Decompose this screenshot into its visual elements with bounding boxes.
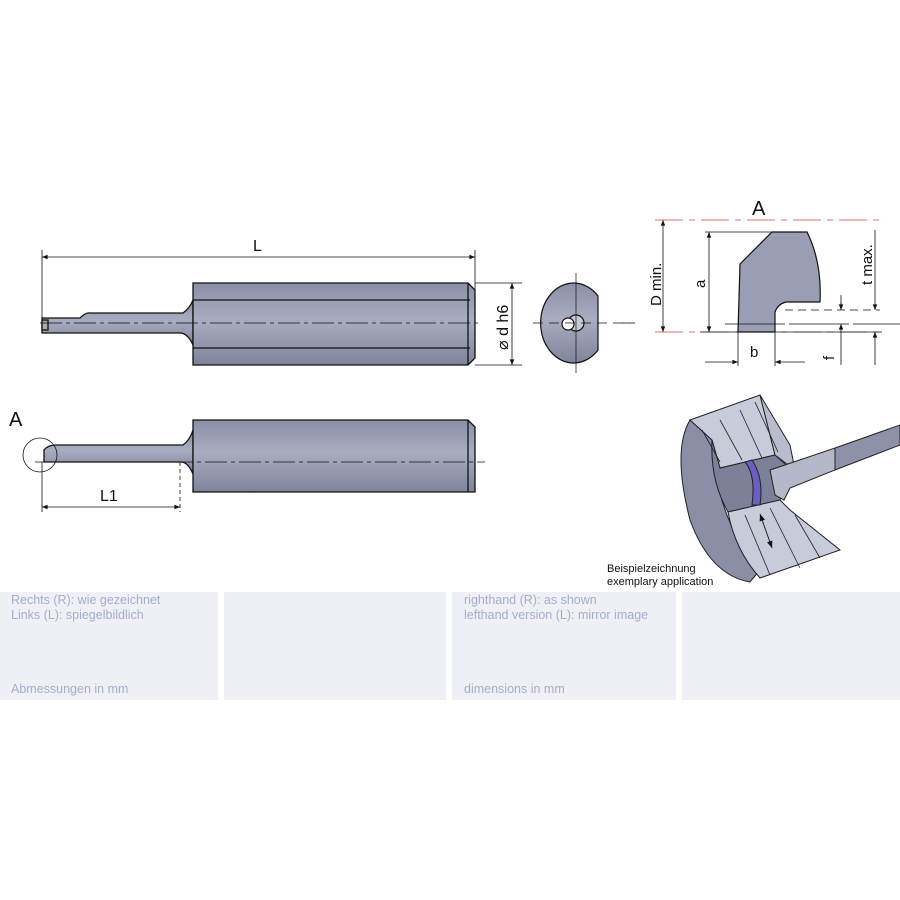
label-b: b: [750, 344, 758, 361]
info-panel-blank-2: [682, 592, 900, 700]
label-t-max: t max.: [859, 244, 876, 285]
detail-a-marker-circle: [22, 437, 58, 473]
caption-en: exemplary application: [607, 576, 713, 588]
label-a: a: [692, 279, 709, 288]
label-D-min: D min.: [648, 263, 665, 306]
units-note-en: dimensions in mm: [464, 682, 565, 696]
units-note-de: Abmessungen in mm: [11, 682, 129, 696]
handedness-left-en: lefthand version (L): mirror image: [464, 608, 649, 622]
label-f: f: [821, 355, 838, 360]
caption-de: Beispielzeichnung: [607, 563, 696, 575]
view-marker-A: A: [9, 409, 23, 431]
label-d-h6: ⌀ d h6: [495, 305, 512, 350]
info-panel-de: Rechts (R): wie gezeichnet Links (L): sp…: [0, 592, 218, 700]
label-L1: L1: [100, 488, 118, 505]
label-L: L: [253, 238, 262, 255]
info-panel-en: righthand (R): as shown lefthand version…: [452, 592, 676, 700]
detail-title-A: A: [752, 198, 766, 220]
detail-a-profile: [622, 219, 900, 366]
handedness-right-de: Rechts (R): wie gezeichnet: [11, 593, 161, 607]
handedness-left-de: Links (L): spiegelbildlich: [11, 608, 144, 622]
tool-side-view: [40, 250, 522, 366]
tool-top-view: [22, 419, 485, 512]
tool-end-view: [533, 273, 630, 373]
application-illustration: [680, 394, 900, 583]
handedness-right-en: righthand (R): as shown: [464, 593, 597, 607]
info-panel-blank-1: [224, 592, 446, 700]
